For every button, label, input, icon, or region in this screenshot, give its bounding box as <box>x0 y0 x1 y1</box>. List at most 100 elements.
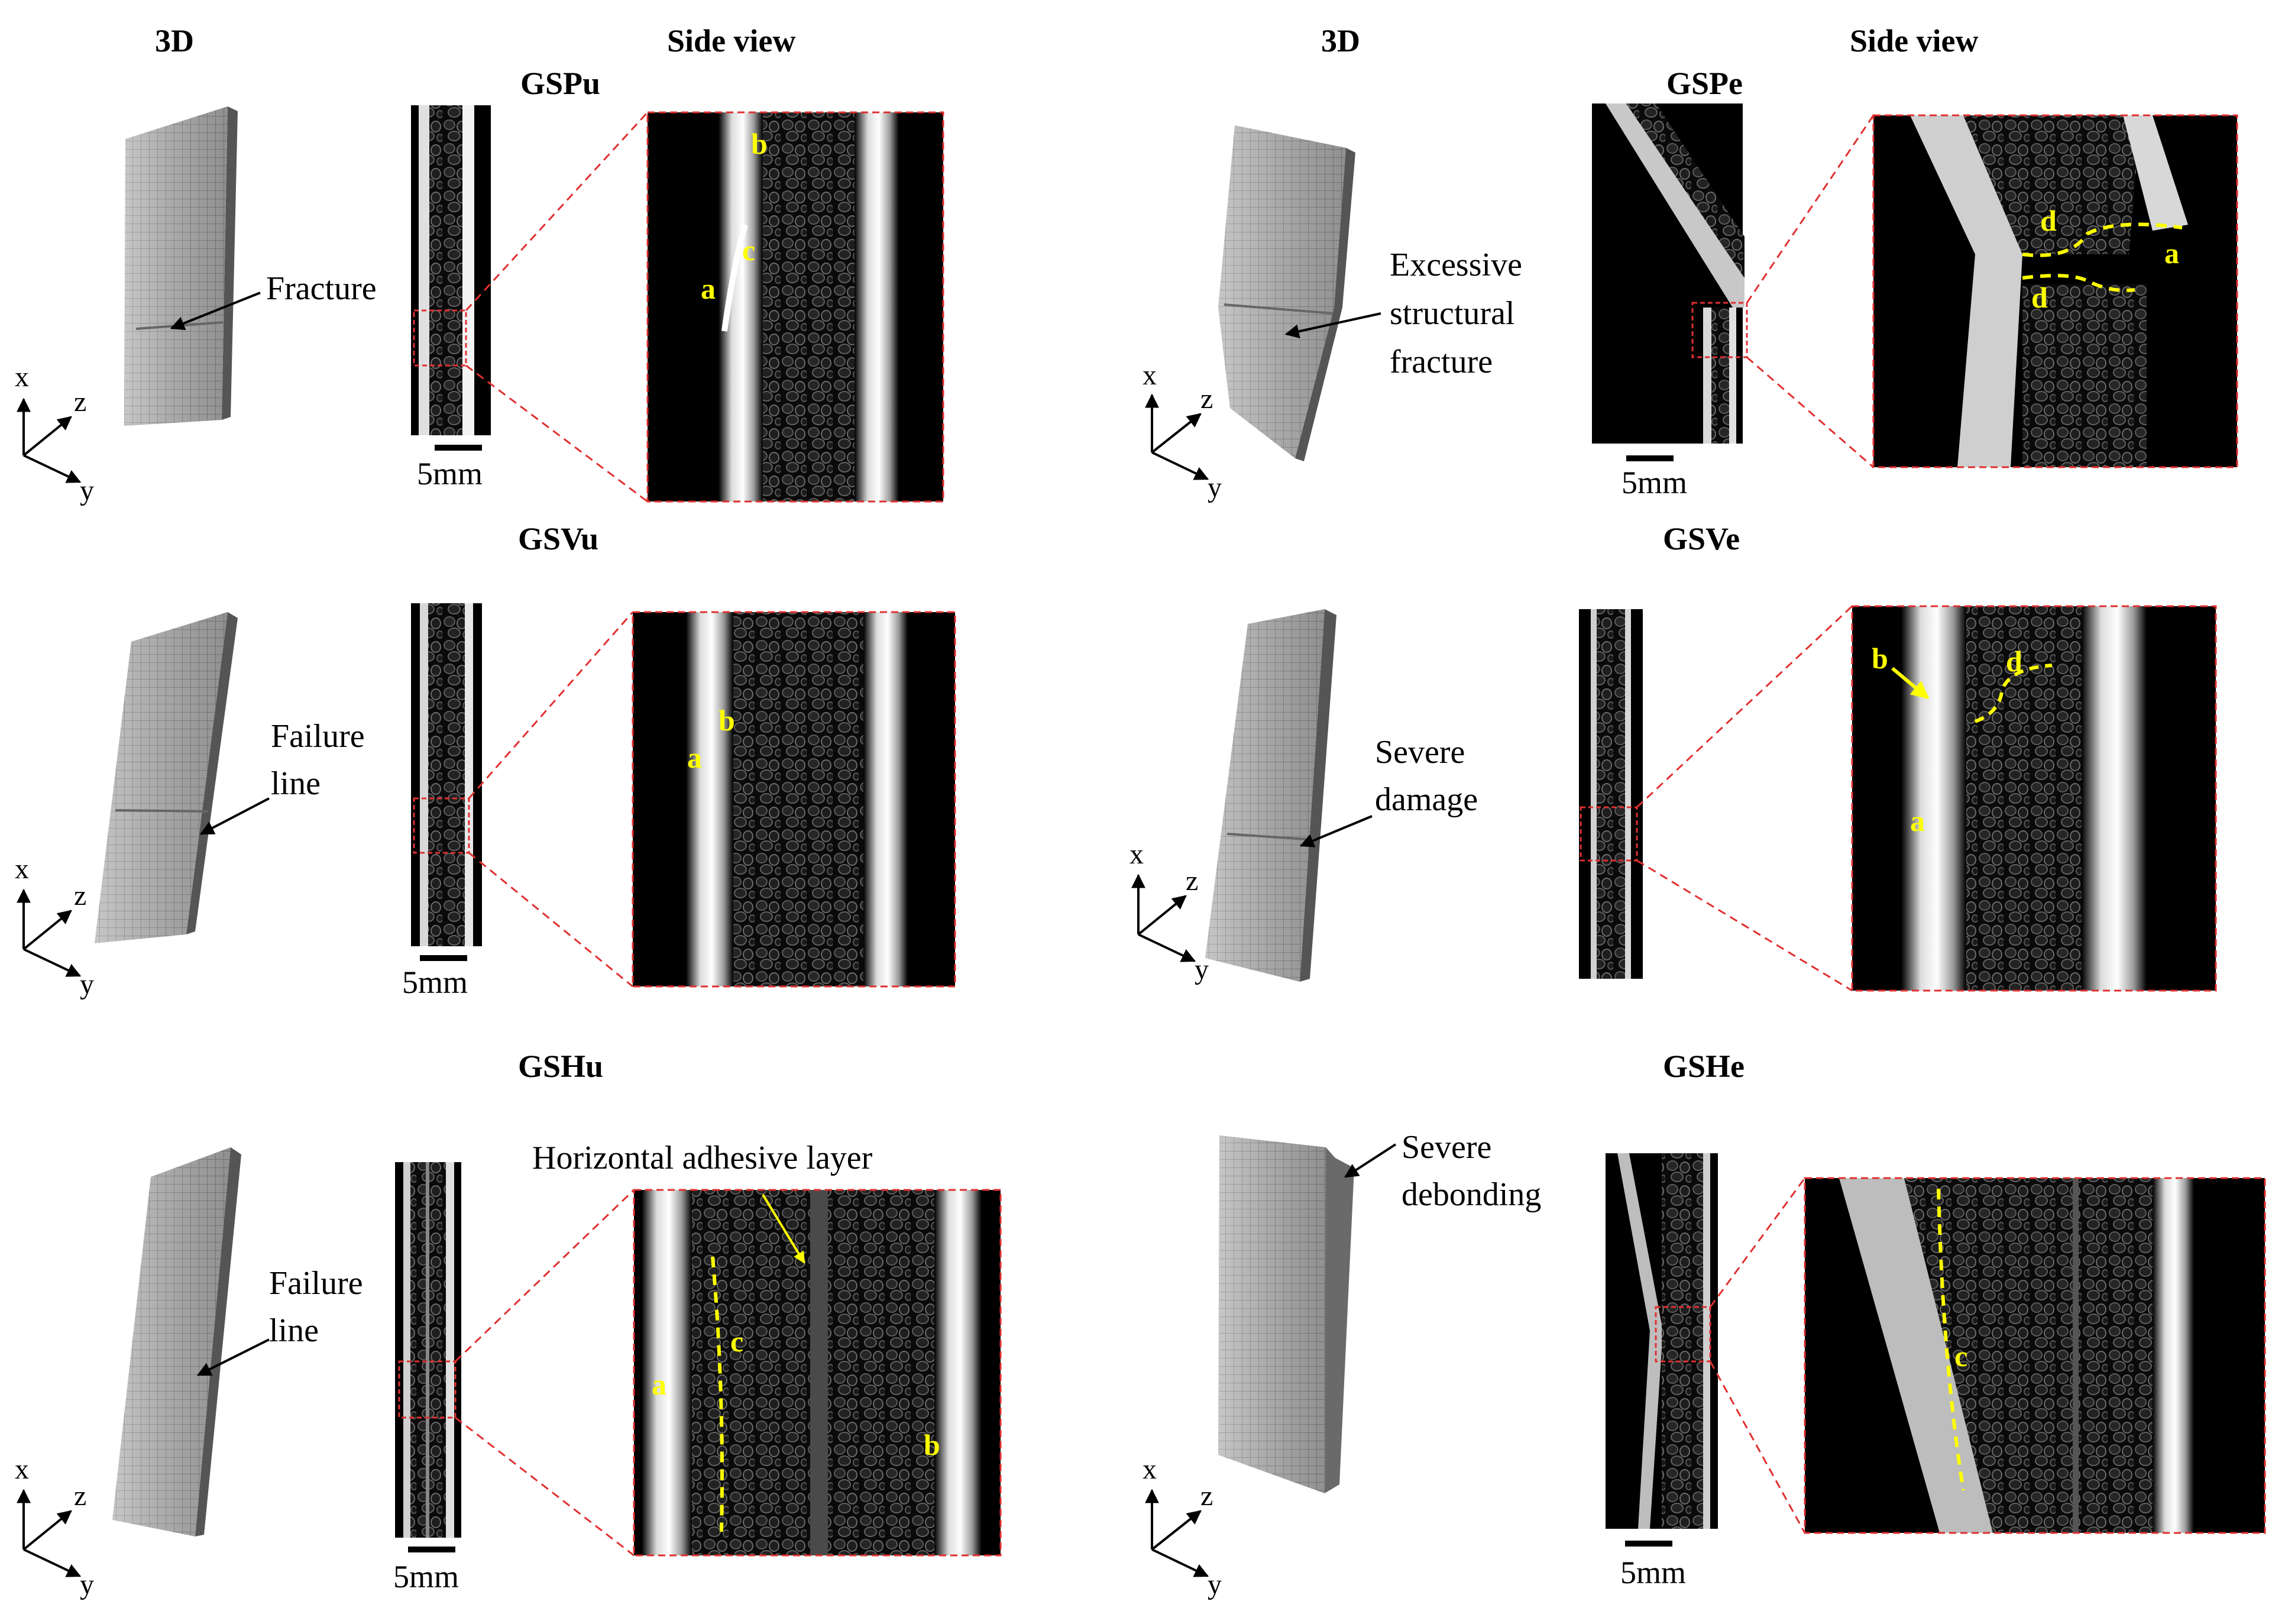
annotation-gspe-line3: fracture <box>1390 344 1493 380</box>
axis-triad-gsve <box>1131 874 1196 962</box>
axis-y-gsvu: y <box>80 969 94 1000</box>
axis-x-gshu: x <box>15 1454 29 1485</box>
gspu-marker-b: b <box>751 127 768 160</box>
scale-label-gshe: 5mm <box>1620 1555 1687 1590</box>
specimen-id-gsvu: GSVu <box>518 521 599 557</box>
gsvu-marker-b: b <box>719 704 735 737</box>
axis-triad-gspu <box>17 397 82 483</box>
gsvu-marker-a: a <box>687 741 702 774</box>
gspu-marker-c: c <box>742 234 755 267</box>
gspe-marker-d1: d <box>2040 204 2057 237</box>
gshu-ct-strip <box>395 1162 461 1552</box>
annotation-gspu-line1: Fracture <box>266 270 377 307</box>
scale-label-gshu: 5mm <box>393 1559 459 1594</box>
gsvu-3d-render <box>95 612 238 943</box>
gspu-3d-render <box>124 106 238 426</box>
gsve-marker-b: b <box>1872 642 1888 675</box>
annotation-gshe-line2: debonding <box>1402 1176 1542 1213</box>
gsve-3d-render <box>1205 609 1336 982</box>
axis-x-gsvu: x <box>15 853 29 885</box>
annotation-gshu-line2: line <box>269 1312 319 1349</box>
axis-triad-gsvu <box>17 888 82 977</box>
axis-z-gspe: z <box>1200 383 1213 415</box>
axis-y-gshe: y <box>1208 1569 1222 1600</box>
axis-triad-gshu <box>17 1489 82 1577</box>
annotation-gspe-line2: structural <box>1390 295 1515 332</box>
scale-label-gsvu: 5mm <box>402 965 468 1000</box>
zoom-connectors <box>454 111 1875 1557</box>
gsvu-scale-bar <box>420 955 467 961</box>
axis-triads <box>17 393 1209 1577</box>
gspu-scale-bar <box>435 445 482 451</box>
label-horizontal-adhesive-layer: Horizontal adhesive layer <box>532 1140 873 1176</box>
axis-z-gshu: z <box>74 1480 87 1512</box>
specimen-id-gsve: GSVe <box>1663 521 1740 557</box>
gshu-zoom-panel <box>633 1189 1002 1557</box>
axis-z-gsvu: z <box>74 880 87 911</box>
axis-x-gsve: x <box>1129 839 1144 870</box>
header-side-view-right: Side view <box>1850 23 1979 59</box>
annotation-gspe-line1: Excessive <box>1390 247 1522 283</box>
gshu-marker-b: b <box>924 1428 940 1461</box>
scale-label-gspe: 5mm <box>1622 465 1688 500</box>
gsve-zoom-panel <box>1851 605 2217 992</box>
gshu-zoom-region <box>398 1360 457 1419</box>
gshu-marker-c: c <box>730 1325 743 1358</box>
yellow-markers: b c a b a a c b a d d b d a c <box>652 127 2183 1532</box>
gshe-scale-bar <box>1625 1541 1672 1547</box>
annotation-gsve-line2: damage <box>1375 781 1478 818</box>
gspu-marker-a: a <box>701 272 716 305</box>
gshu-scale-bar <box>408 1547 455 1552</box>
gshe-zoom-region <box>1655 1306 1711 1363</box>
specimen-id-gspu: GSPu <box>520 66 601 101</box>
annotation-gsvu-line1: Failure <box>271 718 365 755</box>
header-3d-right: 3D <box>1321 23 1360 59</box>
axis-x-gspu: x <box>15 361 29 393</box>
axis-y-gspe: y <box>1208 472 1222 503</box>
axis-x-gshe: x <box>1143 1454 1157 1485</box>
header-side-view-left: Side view <box>667 23 796 59</box>
header-3d-left: 3D <box>155 23 194 59</box>
specimen-id-gspe: GSPe <box>1666 66 1743 101</box>
axis-x-gspe: x <box>1143 360 1157 391</box>
axis-z-gsve: z <box>1186 865 1199 897</box>
gspe-marker-d2: d <box>2031 281 2048 314</box>
gshe-ct-strip <box>1606 1153 1718 1547</box>
annotation-gshu-line1: Failure <box>269 1265 363 1302</box>
gshe-marker-c: c <box>1954 1340 1967 1373</box>
axis-y-gsve: y <box>1195 954 1209 985</box>
gsvu-ct-strip <box>411 603 482 961</box>
scale-label-gspu: 5mm <box>417 456 483 491</box>
gspu-zoom-region <box>413 309 467 367</box>
axis-y-gspu: y <box>80 475 94 506</box>
gspe-scale-bar <box>1626 455 1674 461</box>
annotation-arrows <box>170 292 1397 1376</box>
gsvu-zoom-panel <box>632 611 956 988</box>
gshu-marker-a: a <box>652 1368 666 1401</box>
gspe-3d-render <box>1218 125 1355 461</box>
gsve-zoom-region <box>1580 806 1638 862</box>
annotation-gshe-line1: Severe <box>1402 1129 1492 1166</box>
axis-z-gshe: z <box>1200 1480 1213 1512</box>
axis-triad-gspe <box>1145 393 1209 480</box>
axis-triad-gshe <box>1145 1489 1209 1577</box>
gsve-ct-strip <box>1579 609 1643 979</box>
specimen-id-gshu: GSHu <box>518 1049 604 1084</box>
gsvu-zoom-region <box>413 797 470 854</box>
gspu-zoom-panel <box>646 111 944 503</box>
gspe-zoom-panel <box>1872 114 2238 468</box>
gshu-3d-render <box>112 1147 241 1536</box>
gspe-zoom-region <box>1691 302 1748 358</box>
axis-z-gspu: z <box>74 386 87 418</box>
annotation-gsve-line1: Severe <box>1375 734 1465 771</box>
gspe-ct-strip <box>1592 103 1748 461</box>
specimen-id-gshe: GSHe <box>1663 1049 1745 1084</box>
gshe-3d-render <box>1218 1135 1354 1493</box>
gsve-marker-a: a <box>1910 804 1925 837</box>
annotation-gsvu-line2: line <box>271 765 321 802</box>
gshe-zoom-panel <box>1804 1177 2266 1534</box>
gspu-ct-strip <box>411 105 491 451</box>
axis-y-gshu: y <box>80 1569 94 1600</box>
